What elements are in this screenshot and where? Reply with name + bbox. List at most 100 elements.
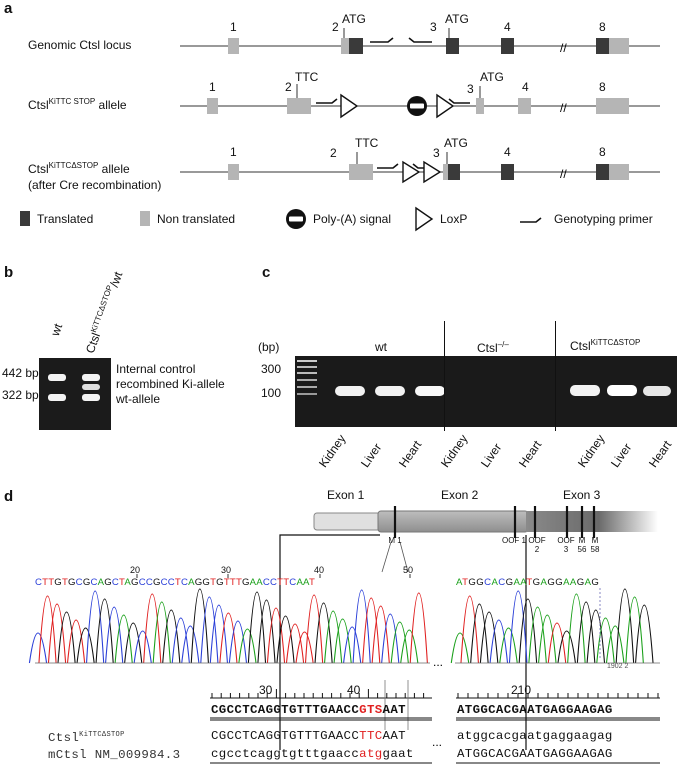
trace-peak — [257, 599, 276, 664]
trace-peak — [400, 629, 419, 664]
ki-row-label: CtslKiTTCΔSTOP — [48, 731, 125, 746]
marker-100: 100 — [261, 386, 282, 400]
base-call: A — [520, 577, 527, 588]
exon-num-3: 3 — [433, 146, 440, 160]
trace-peak — [625, 596, 644, 664]
trace-peak — [86, 590, 105, 664]
trace-peak — [295, 631, 314, 664]
pos-40: 40 — [314, 565, 325, 575]
band-label-wt: wt-allele — [116, 392, 161, 406]
trace-peak — [200, 596, 219, 664]
trace-peak — [228, 620, 248, 664]
pos-30: 30 — [221, 565, 232, 575]
trace-peak — [538, 614, 557, 664]
base-call: C — [90, 577, 98, 588]
trace-peak — [567, 593, 586, 664]
base-call: C — [262, 577, 271, 588]
trace-peak — [518, 598, 538, 664]
base-call: C — [484, 577, 492, 588]
trace-peak — [508, 590, 528, 664]
base-call: T — [235, 577, 242, 588]
legend-loxp-symbol — [415, 206, 434, 232]
exon-num-4: 4 — [522, 80, 529, 94]
trace-peak — [114, 614, 133, 664]
trace-peak — [209, 604, 228, 664]
tissue-label: Kidney — [575, 431, 608, 471]
exon-num-4: 4 — [504, 20, 511, 34]
trace-peak — [499, 627, 518, 664]
base-call: T — [119, 577, 125, 588]
base-call: A — [563, 577, 570, 588]
panel-a-label: a — [4, 0, 13, 17]
base-call: A — [456, 577, 463, 588]
trace-peak — [409, 592, 428, 664]
exon-num-3: 3 — [430, 20, 437, 34]
lane-ki-label: CtslKiTTCΔSTOP/wt — [82, 269, 126, 356]
trace-peak — [162, 609, 181, 664]
trace-peak — [479, 611, 499, 664]
legend-translated: Translated — [37, 212, 94, 226]
trace-peak — [381, 613, 400, 664]
base-call: T — [229, 577, 236, 588]
tissue-label: Liver — [478, 440, 505, 471]
base-call: G — [216, 577, 224, 588]
align-m-left: cgcctcaggtgtttgaaccatggaat — [211, 747, 414, 761]
base-call: C — [160, 577, 168, 588]
trace-peak — [460, 595, 479, 664]
marker-m56: M 56 — [577, 536, 587, 554]
base-call: T — [42, 577, 49, 588]
base-call: A — [540, 577, 548, 588]
ruler-30: 30 — [259, 683, 273, 697]
exon-num-8: 8 — [599, 20, 606, 34]
row2-label: CtslKiTTC STOP allele — [28, 97, 127, 112]
panel-a-diagram: // // // — [20, 28, 660, 232]
marker-300: 300 — [261, 362, 282, 376]
trace-peak — [276, 615, 295, 664]
trace-peak — [95, 598, 114, 664]
trace-peak — [28, 632, 48, 664]
trace-peak — [152, 601, 171, 664]
base-call: T — [526, 577, 533, 588]
base-call: G — [468, 577, 477, 588]
base-call: T — [223, 577, 230, 588]
base-call: G — [576, 577, 585, 588]
trace-peak — [343, 626, 362, 664]
trace-peak — [576, 601, 596, 664]
trace-peak — [133, 630, 152, 664]
base-call: T — [283, 577, 290, 588]
trace-peak — [324, 610, 343, 664]
base-call: G — [476, 577, 485, 588]
base-call: T — [308, 577, 315, 588]
trace-peak — [247, 591, 267, 664]
atg-label: ATG — [480, 70, 504, 84]
trace-peak — [371, 605, 390, 664]
lane-wt-label: wt — [48, 321, 66, 338]
base-call: G — [68, 577, 76, 588]
trace-peak — [266, 607, 286, 664]
ttc-label: TTC — [355, 136, 379, 150]
tissue-label: Liver — [608, 440, 635, 471]
exon-num-2: 2 — [285, 80, 292, 94]
marker-m58: M 58 — [590, 536, 600, 554]
base-call: T — [174, 577, 181, 588]
atg-label: ATG — [444, 136, 468, 150]
base-call: C — [289, 577, 297, 588]
base-call: G — [242, 577, 250, 588]
trace-peak — [314, 602, 333, 664]
base-call: A — [188, 577, 195, 588]
tissue-label: Liver — [358, 440, 385, 471]
group-ko: Ctsl–/– — [477, 340, 509, 355]
trace-sequence-left: CTTGTGCGCAGCTAGCCGCCTCAGGTGTTTGAACCTTCAA… — [35, 577, 315, 588]
trace-peak — [181, 625, 200, 664]
svg-text:...: ... — [432, 735, 442, 749]
base-call: G — [82, 577, 91, 588]
legend-translated-swatch — [20, 211, 30, 226]
trace-footer: 1902 2 — [607, 663, 629, 670]
trace-peak — [66, 619, 86, 664]
trace-peak — [450, 632, 470, 664]
band-label-control: Internal control — [116, 362, 196, 376]
trace-peak — [219, 612, 238, 664]
trace-peak — [596, 617, 615, 664]
trace-peak — [615, 588, 635, 664]
base-call: G — [152, 577, 161, 588]
